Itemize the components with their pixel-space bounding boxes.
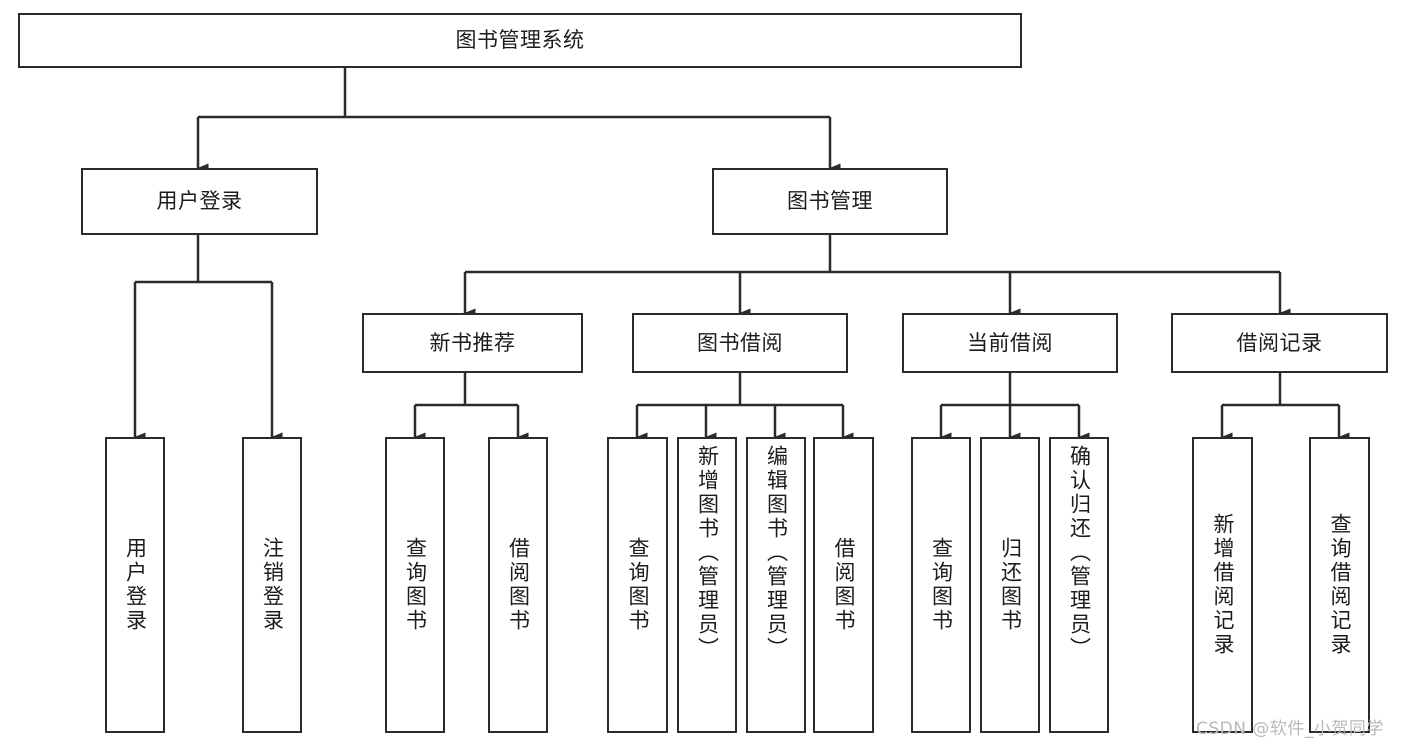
leaf-book-borrow-query[interactable]: 查询图书 (607, 437, 668, 733)
leaf-new-book-borrow-label: 借阅图书 (506, 537, 531, 633)
node-book-borrow-label: 图书借阅 (697, 330, 783, 355)
leaf-book-borrow-edit-label: 编辑图书（管理员） (764, 445, 789, 661)
leaf-book-borrow-query-label: 查询图书 (626, 537, 650, 633)
leaf-user-login-logout[interactable]: 注销登录 (242, 437, 302, 733)
node-borrow-record-label: 借阅记录 (1236, 330, 1323, 355)
leaf-book-borrow-add-label: 新增图书（管理员） (695, 445, 720, 661)
leaf-current-borrow-return[interactable]: 归还图书 (980, 437, 1040, 733)
leaf-new-book-query[interactable]: 查询图书 (385, 437, 445, 733)
node-borrow-record[interactable]: 借阅记录 (1171, 313, 1388, 373)
leaf-user-login-login[interactable]: 用户登录 (105, 437, 165, 733)
leaf-borrow-record-add[interactable]: 新增借阅记录 (1192, 437, 1253, 733)
node-user-login[interactable]: 用户登录 (81, 168, 318, 235)
leaf-current-borrow-query-label: 查询图书 (929, 537, 954, 633)
leaf-current-borrow-return-label: 归还图书 (998, 537, 1023, 633)
leaf-book-borrow-borrow[interactable]: 借阅图书 (813, 437, 874, 733)
leaf-borrow-record-add-label: 新增借阅记录 (1211, 513, 1235, 657)
leaf-new-book-query-label: 查询图书 (403, 537, 428, 633)
leaf-book-borrow-edit[interactable]: 编辑图书（管理员） (746, 437, 806, 733)
leaf-book-borrow-borrow-label: 借阅图书 (832, 537, 856, 633)
node-user-login-label: 用户登录 (156, 189, 243, 214)
leaf-current-borrow-confirm-return-label: 确认归还（管理员） (1067, 445, 1092, 661)
leaf-user-login-login-label: 用户登录 (123, 537, 148, 633)
node-book-borrow[interactable]: 图书借阅 (632, 313, 848, 373)
node-book-management[interactable]: 图书管理 (712, 168, 948, 235)
node-root-book-management-system[interactable]: 图书管理系统 (18, 13, 1022, 68)
leaf-current-borrow-query[interactable]: 查询图书 (911, 437, 971, 733)
leaf-borrow-record-query[interactable]: 查询借阅记录 (1309, 437, 1370, 733)
node-new-book-recommend[interactable]: 新书推荐 (362, 313, 583, 373)
leaf-user-login-logout-label: 注销登录 (260, 537, 285, 633)
leaf-current-borrow-confirm-return[interactable]: 确认归还（管理员） (1049, 437, 1109, 733)
leaf-new-book-borrow[interactable]: 借阅图书 (488, 437, 548, 733)
leaf-borrow-record-query-label: 查询借阅记录 (1328, 513, 1352, 657)
leaf-book-borrow-add[interactable]: 新增图书（管理员） (677, 437, 737, 733)
node-current-borrow-label: 当前借阅 (967, 330, 1053, 355)
node-current-borrow[interactable]: 当前借阅 (902, 313, 1118, 373)
node-book-management-label: 图书管理 (787, 189, 873, 214)
node-root-label: 图书管理系统 (455, 28, 585, 53)
node-new-book-recommend-label: 新书推荐 (429, 330, 516, 355)
